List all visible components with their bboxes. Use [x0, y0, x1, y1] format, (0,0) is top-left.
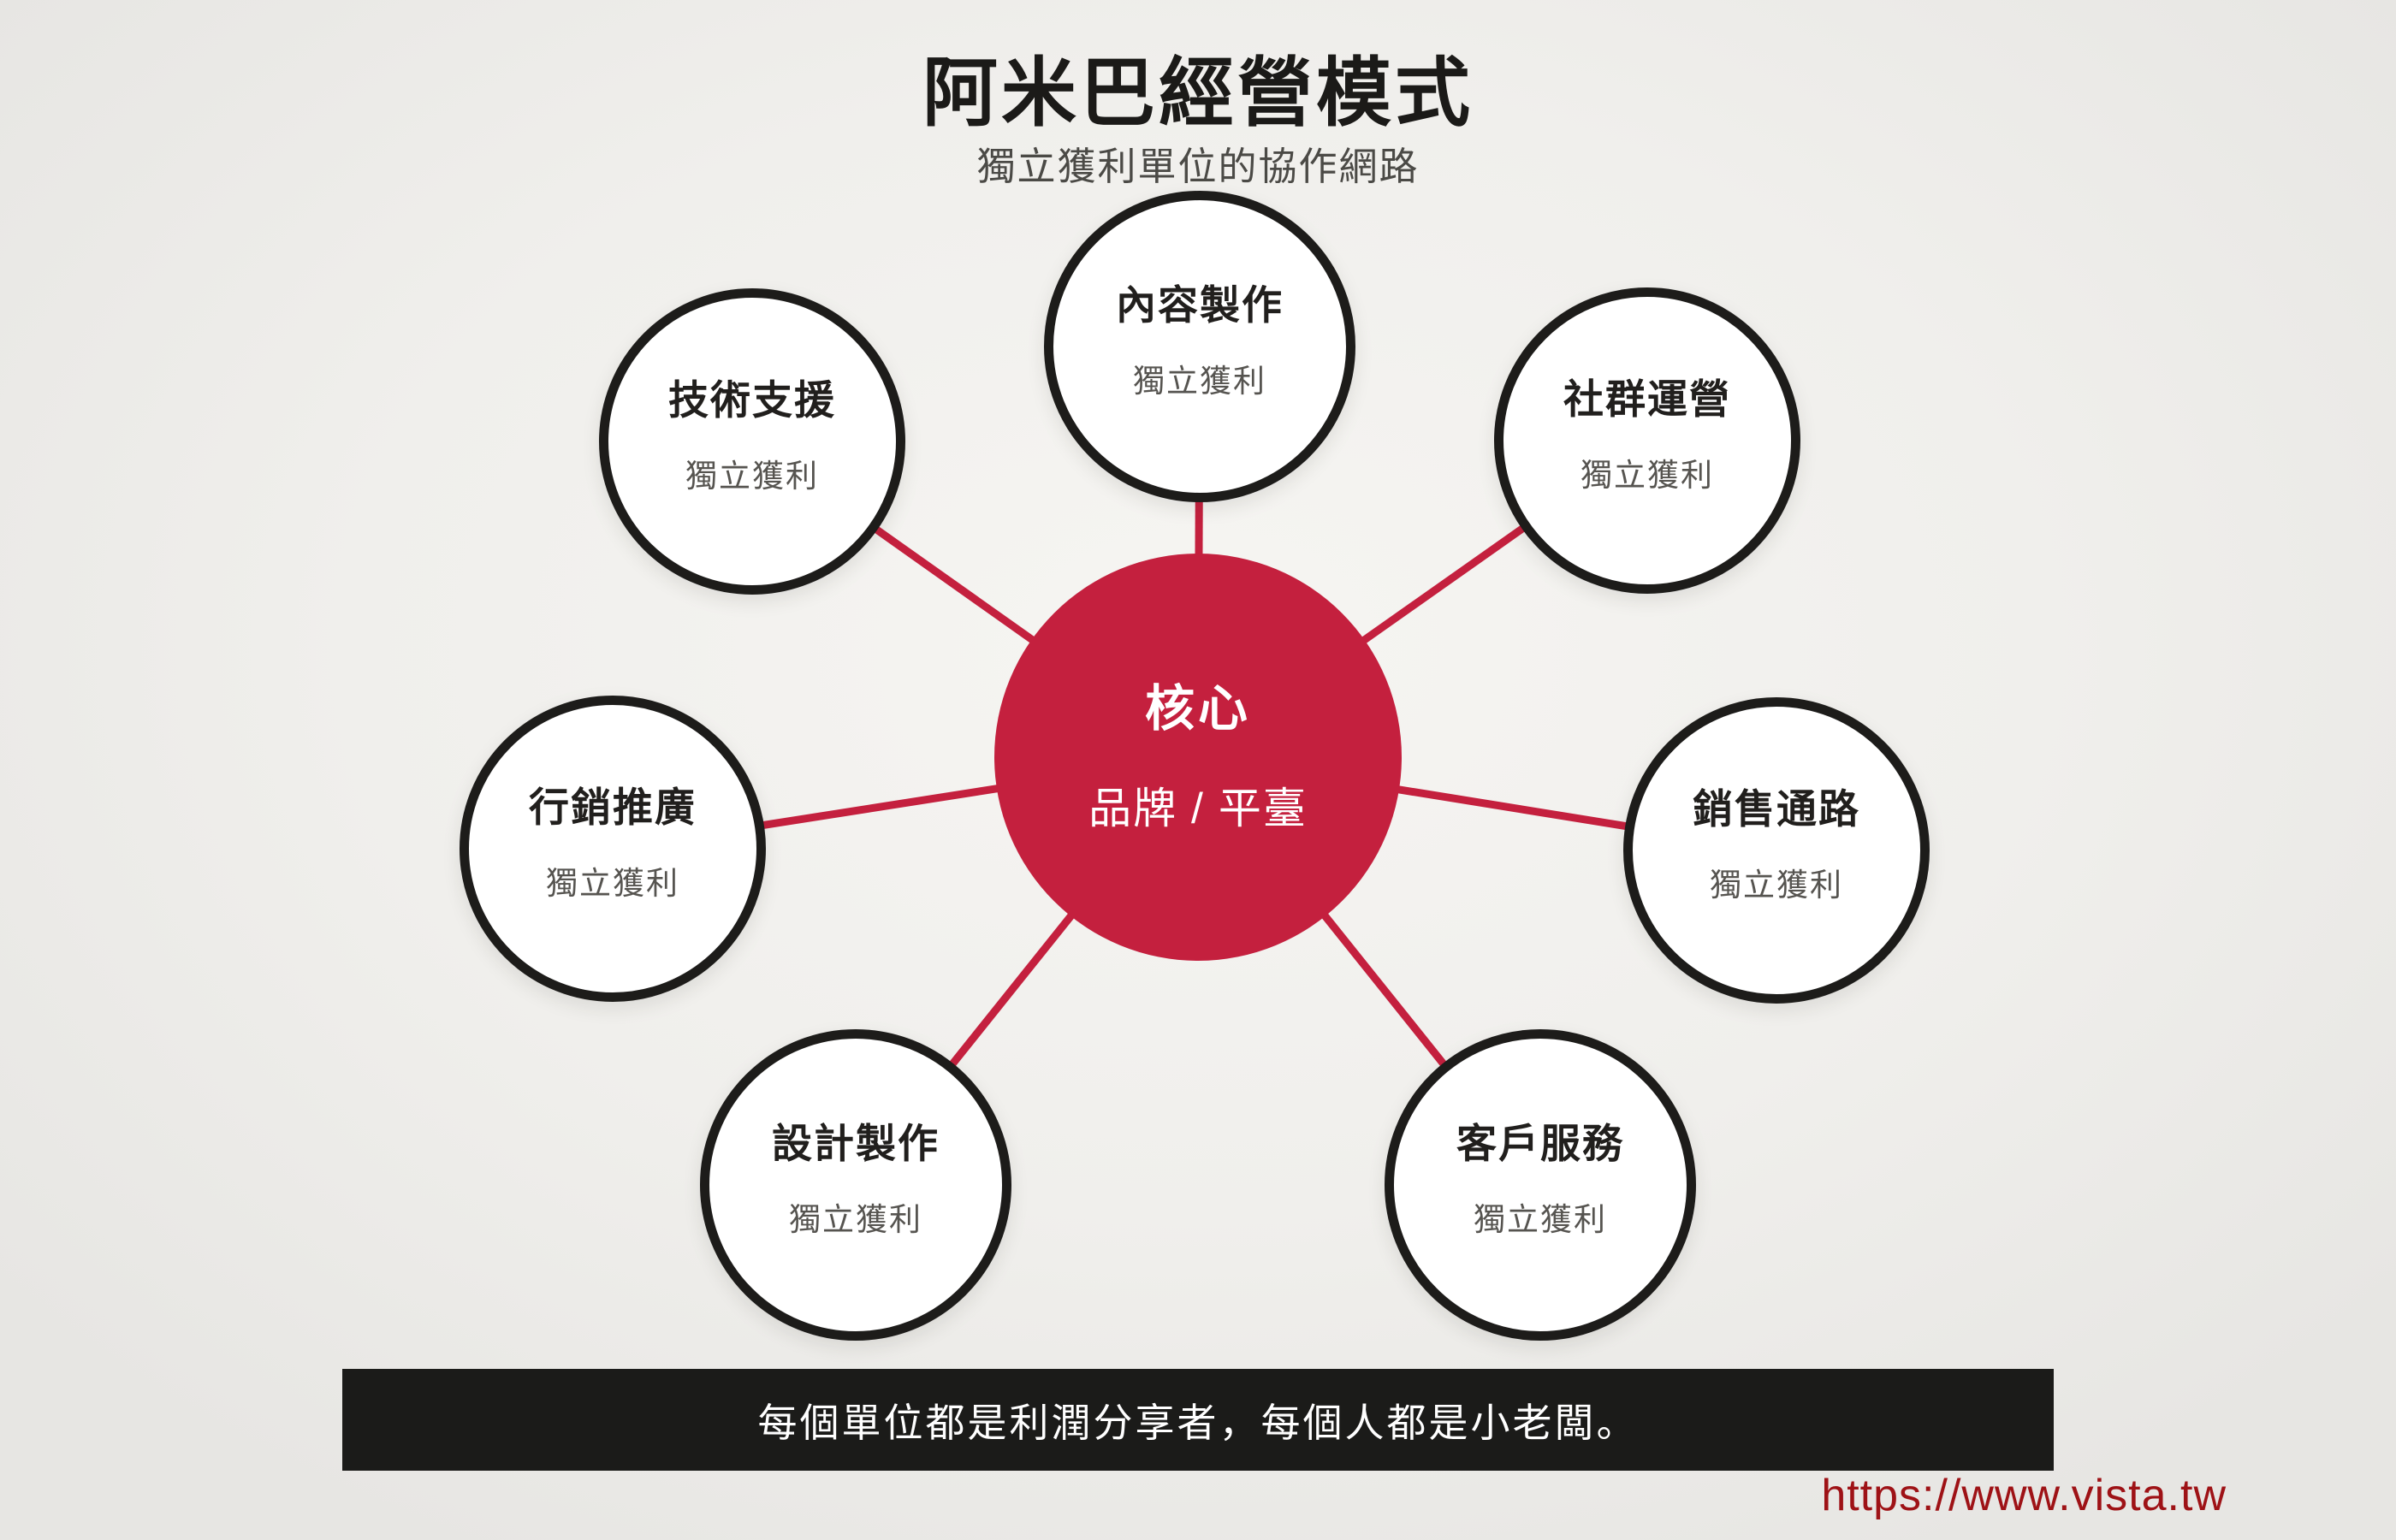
- page-subtitle: 獨立獲利單位的協作網路: [976, 145, 1420, 188]
- node-tech-support: 技術支援 獨立獲利: [599, 288, 905, 595]
- node-subtitle: 獨立獲利: [685, 458, 819, 494]
- node-marketing-promo: 行銷推廣 獨立獲利: [460, 696, 766, 1002]
- node-title: 內容製作: [1116, 281, 1284, 328]
- node-title: 技術支援: [668, 376, 836, 423]
- node-sales-channels: 銷售通路 獨立獲利: [1623, 697, 1930, 1004]
- node-label-group: 銷售通路 獨立獲利: [1693, 776, 1860, 905]
- node-subtitle: 獨立獲利: [1133, 363, 1266, 399]
- node-title: 社群運營: [1563, 376, 1731, 422]
- node-label-group: 社群運營 獨立獲利: [1563, 366, 1731, 495]
- node-title: 銷售通路: [1693, 785, 1860, 832]
- node-content-production: 內容製作 獨立獲利: [1044, 191, 1355, 502]
- node-subtitle: 獨立獲利: [546, 865, 679, 901]
- node-customer-service: 客戶服務 獨立獲利: [1385, 1029, 1696, 1341]
- node-subtitle: 獨立獲利: [1581, 457, 1714, 493]
- footer-banner-text: 每個單位都是利潤分享者，每個人都是小老闆。: [757, 1400, 1639, 1445]
- node-subtitle: 獨立獲利: [789, 1201, 922, 1237]
- node-label-group: 客戶服務 獨立獲利: [1456, 1111, 1624, 1240]
- node-design-production: 設計製作 獨立獲利: [700, 1029, 1011, 1341]
- node-title: 客戶服務: [1456, 1120, 1624, 1166]
- hub-core-circle: 核心 品牌 / 平臺: [994, 554, 1402, 961]
- hub-label-group: 核心 品牌 / 平臺: [1088, 668, 1308, 836]
- hub-title: 核心: [1144, 681, 1251, 737]
- node-subtitle: 獨立獲利: [1710, 867, 1843, 903]
- node-label-group: 設計製作 獨立獲利: [772, 1111, 940, 1240]
- node-label-group: 技術支援 獨立獲利: [668, 367, 836, 496]
- page-title: 阿米巴經營模式: [922, 50, 1474, 135]
- node-subtitle: 獨立獲利: [1474, 1201, 1607, 1237]
- node-title: 行銷推廣: [529, 784, 697, 830]
- node-label-group: 行銷推廣 獨立獲利: [529, 774, 697, 903]
- hub-subtitle: 品牌 / 平臺: [1088, 785, 1308, 832]
- site-url-link[interactable]: https://www.vista.tw: [1821, 1471, 2227, 1520]
- node-title: 設計製作: [772, 1120, 940, 1166]
- node-community-ops: 社群運營 獨立獲利: [1494, 287, 1800, 594]
- footer-banner: 每個單位都是利潤分享者，每個人都是小老闆。: [342, 1369, 2054, 1471]
- node-label-group: 內容製作 獨立獲利: [1116, 272, 1284, 401]
